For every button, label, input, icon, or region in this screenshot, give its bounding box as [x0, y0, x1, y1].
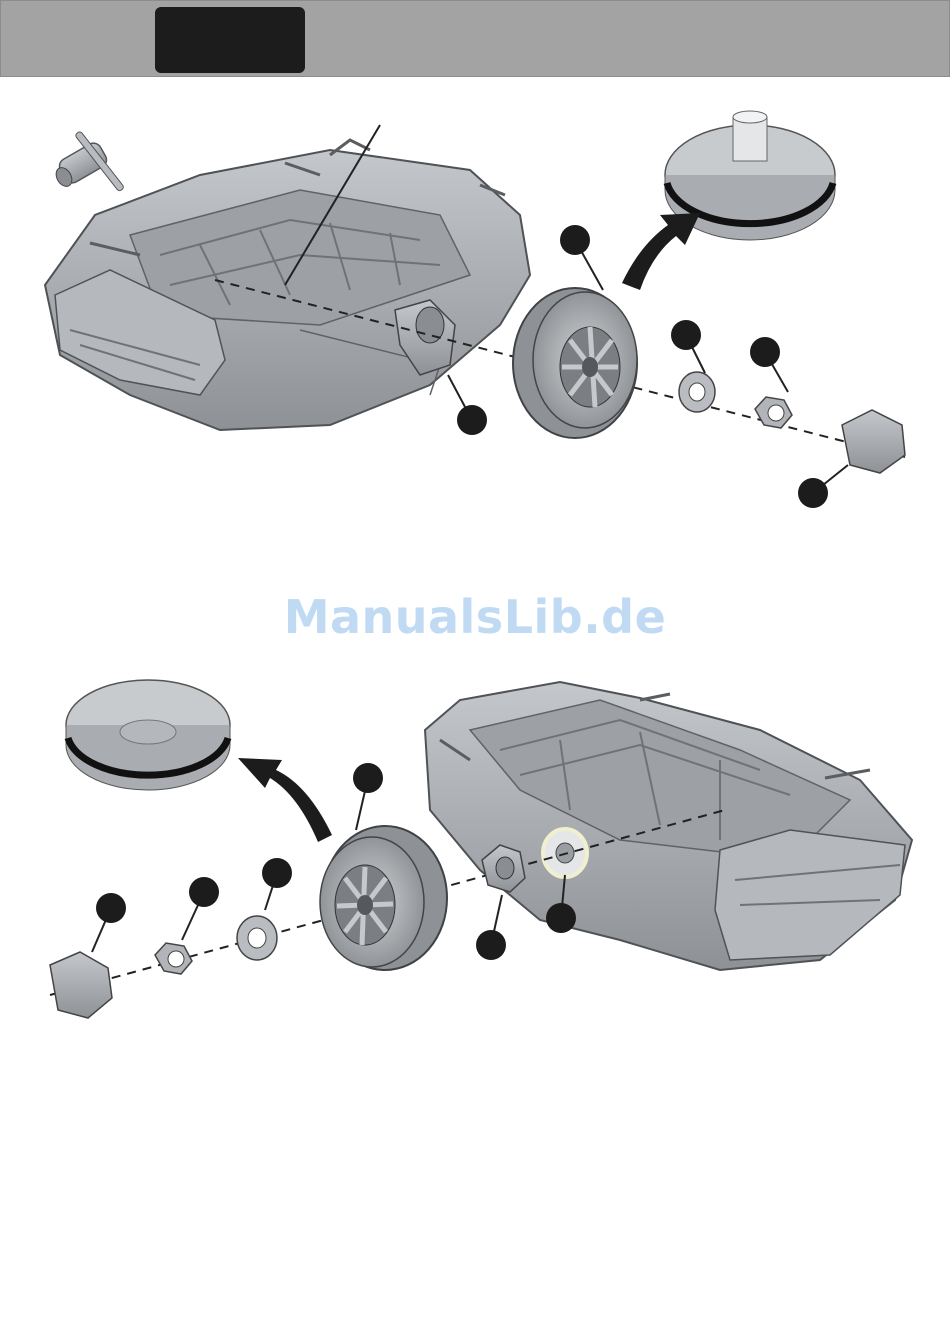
hub-cap	[842, 410, 905, 473]
assembly-diagram-top	[0, 95, 950, 545]
callout-dot	[262, 858, 292, 888]
hub-cap	[50, 952, 112, 1018]
nut	[755, 397, 792, 428]
callout-dot	[476, 930, 506, 960]
washer	[237, 916, 277, 960]
callout-dot	[560, 225, 590, 255]
callout-dot	[96, 893, 126, 923]
callout-dot	[671, 320, 701, 350]
wheel	[320, 826, 447, 970]
callout-dot	[750, 337, 780, 367]
callout-dot	[189, 877, 219, 907]
wheel-inner-side	[66, 680, 230, 790]
direction-arrow-icon	[622, 213, 700, 290]
wheel	[513, 288, 637, 438]
callout-dot	[457, 405, 487, 435]
car-body-upside-down	[45, 125, 530, 430]
header-band	[0, 0, 950, 77]
wrench-icon	[53, 131, 125, 192]
nut	[155, 943, 192, 974]
direction-arrow-icon	[238, 758, 332, 842]
callout-dot	[546, 903, 576, 933]
washer	[679, 372, 715, 412]
callout-dot	[353, 763, 383, 793]
assembly-diagram-bottom	[0, 670, 950, 1050]
callout-dot	[798, 478, 828, 508]
step-number-box	[155, 7, 305, 73]
watermark-text: ManualsLib.de	[0, 590, 950, 644]
